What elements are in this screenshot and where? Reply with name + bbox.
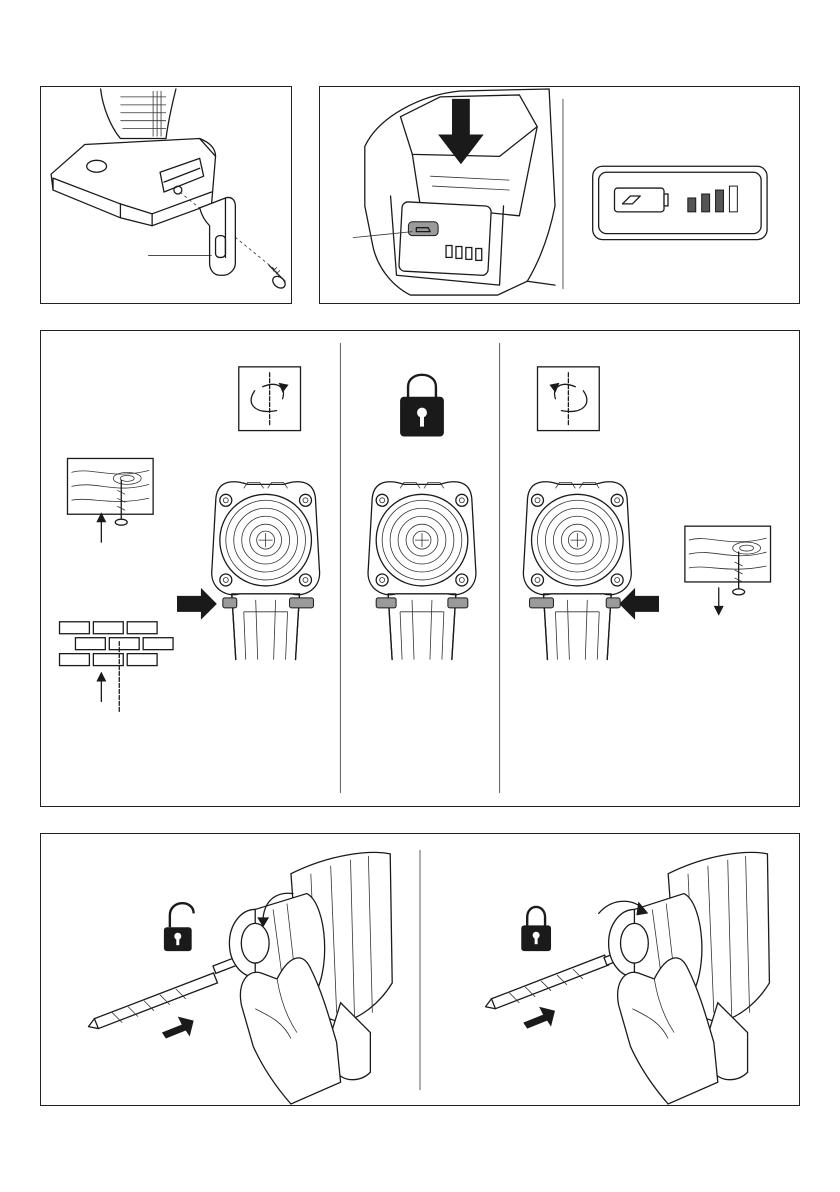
drill-base: [51, 139, 215, 226]
push-in-arrow-icon: [523, 1007, 555, 1029]
switch-tab-right: [290, 598, 314, 608]
switch-tab-left: [223, 598, 237, 608]
battery-indicator-figure: [319, 86, 800, 304]
drill-head-reverse: [523, 482, 631, 660]
switch-tab-left: [530, 598, 554, 608]
wood-screw-out-icon: [685, 526, 771, 616]
rotate-clockwise-icon: [239, 367, 301, 431]
drill-head-forward: [212, 482, 320, 660]
push-right-arrow-icon: [177, 588, 217, 620]
padlock-closed-icon: [521, 907, 551, 951]
rotation-switch-figure: [40, 330, 800, 807]
battery-check-button: [408, 222, 438, 236]
drill-handle: [101, 89, 176, 139]
battery-indicator-illustration: [320, 87, 799, 303]
drill-bit: [486, 949, 630, 1009]
drill-bit: [88, 957, 239, 1029]
battery-icon: [614, 188, 668, 212]
wood-screw-in-icon: [67, 458, 153, 542]
chuck-bit-change-figure: [40, 833, 800, 1106]
rotate-counterclockwise-icon: [538, 367, 600, 431]
switch-tab-right: [448, 598, 468, 608]
lock-chuck-scene: [486, 852, 770, 1104]
belt-clip-figure: [40, 86, 292, 304]
push-left-arrow-icon: [619, 588, 659, 620]
switch-tab-left: [376, 598, 396, 608]
padlock-closed-icon: [400, 375, 444, 437]
rotation-switch-illustration: [41, 331, 799, 806]
padlock-open-icon: [164, 903, 194, 951]
unlock-chuck-scene: [88, 852, 392, 1104]
screw-icon: [269, 265, 287, 290]
chuck-bit-change-illustration: [41, 834, 799, 1105]
belt-clip-illustration: [41, 87, 291, 303]
switch-tab-right: [606, 598, 620, 608]
pull-out-arrow-icon: [162, 1017, 194, 1039]
drill-head-locked: [368, 482, 476, 660]
brick-drill-icon: [60, 622, 174, 714]
